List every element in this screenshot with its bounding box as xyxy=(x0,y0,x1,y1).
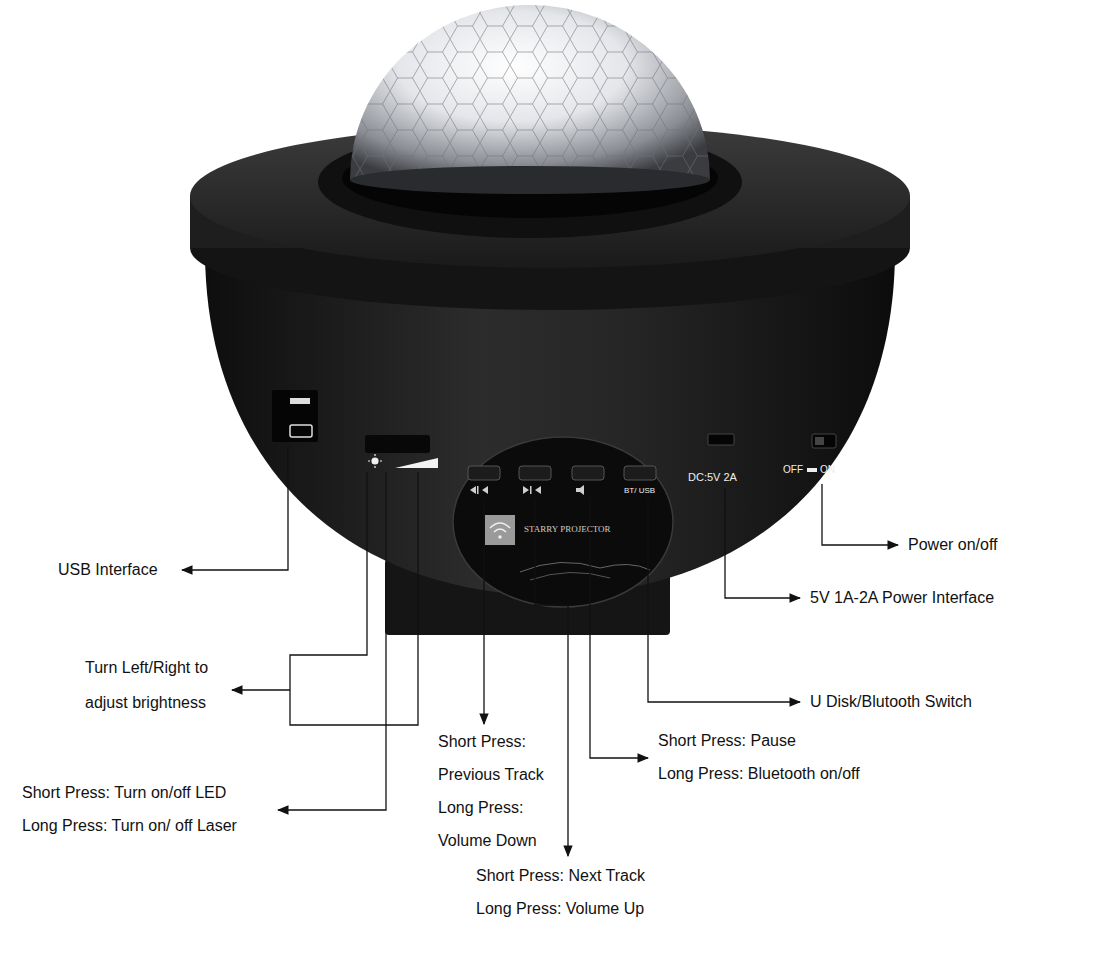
leader-line xyxy=(822,484,898,545)
button xyxy=(624,466,656,480)
button-label: BT/ USB xyxy=(624,486,655,496)
dome-base xyxy=(350,166,710,194)
wifi-icon xyxy=(490,523,510,532)
leader-lines xyxy=(182,446,898,856)
callout-label: USB Interface xyxy=(58,560,158,580)
power-switch xyxy=(815,437,824,445)
starry-swirl xyxy=(520,562,650,572)
starry-swirl xyxy=(530,572,610,580)
usb-icon xyxy=(290,425,312,437)
callout-label: Long Press: Bluetooth on/off xyxy=(658,764,860,784)
power-switch xyxy=(812,434,836,448)
callout-label: Long Press: Turn on/ off Laser xyxy=(22,816,237,836)
callout-label: Short Press: Previous Track xyxy=(438,725,563,791)
brand-label: STARRY PROJECTOR xyxy=(522,524,613,535)
bracket xyxy=(290,472,418,725)
callout-label: Short Press: Pause xyxy=(658,731,796,751)
callout-label: Short Press: Next Track xyxy=(476,866,645,886)
wifi-icon xyxy=(485,515,515,545)
callout-label: U Disk/Blutooth Switch xyxy=(810,692,972,712)
leader-line xyxy=(182,446,288,570)
switch-mark xyxy=(807,468,817,472)
button xyxy=(572,466,604,480)
leader-line xyxy=(278,472,386,810)
button-icons xyxy=(470,485,584,495)
brightness-wedge xyxy=(395,458,438,468)
switch-marking: OFF xyxy=(783,464,803,476)
callout-label: 5V 1A-2A Power Interface xyxy=(810,588,994,608)
switch-marking: ON xyxy=(820,464,835,476)
callout-label: Long Press: Volume Up xyxy=(476,899,644,919)
button xyxy=(519,466,551,480)
leader-line xyxy=(590,498,648,758)
leader-line xyxy=(232,689,290,690)
callout-label: Turn Left/Right to adjust brightness xyxy=(85,650,235,720)
brightness-wheel xyxy=(365,435,430,453)
leader-line xyxy=(483,498,484,724)
leader-line xyxy=(725,488,800,598)
usb-port xyxy=(272,390,318,442)
usb-icon xyxy=(290,398,310,404)
crystal-dome xyxy=(350,5,710,180)
leader-line xyxy=(648,498,800,702)
callout-label: Power on/off xyxy=(908,535,998,555)
button xyxy=(468,466,500,480)
callout-label: Short Press: Turn on/off LED xyxy=(22,783,226,803)
dome-facets xyxy=(350,5,710,180)
sun-icon xyxy=(368,454,382,468)
port-marking: DC:5V 2A xyxy=(688,471,737,484)
callout-label: Long Press: Volume Down xyxy=(438,791,563,857)
leader-line xyxy=(535,498,568,856)
dc-port xyxy=(708,434,734,445)
control-panel xyxy=(453,437,673,607)
wifi-icon xyxy=(498,535,502,539)
